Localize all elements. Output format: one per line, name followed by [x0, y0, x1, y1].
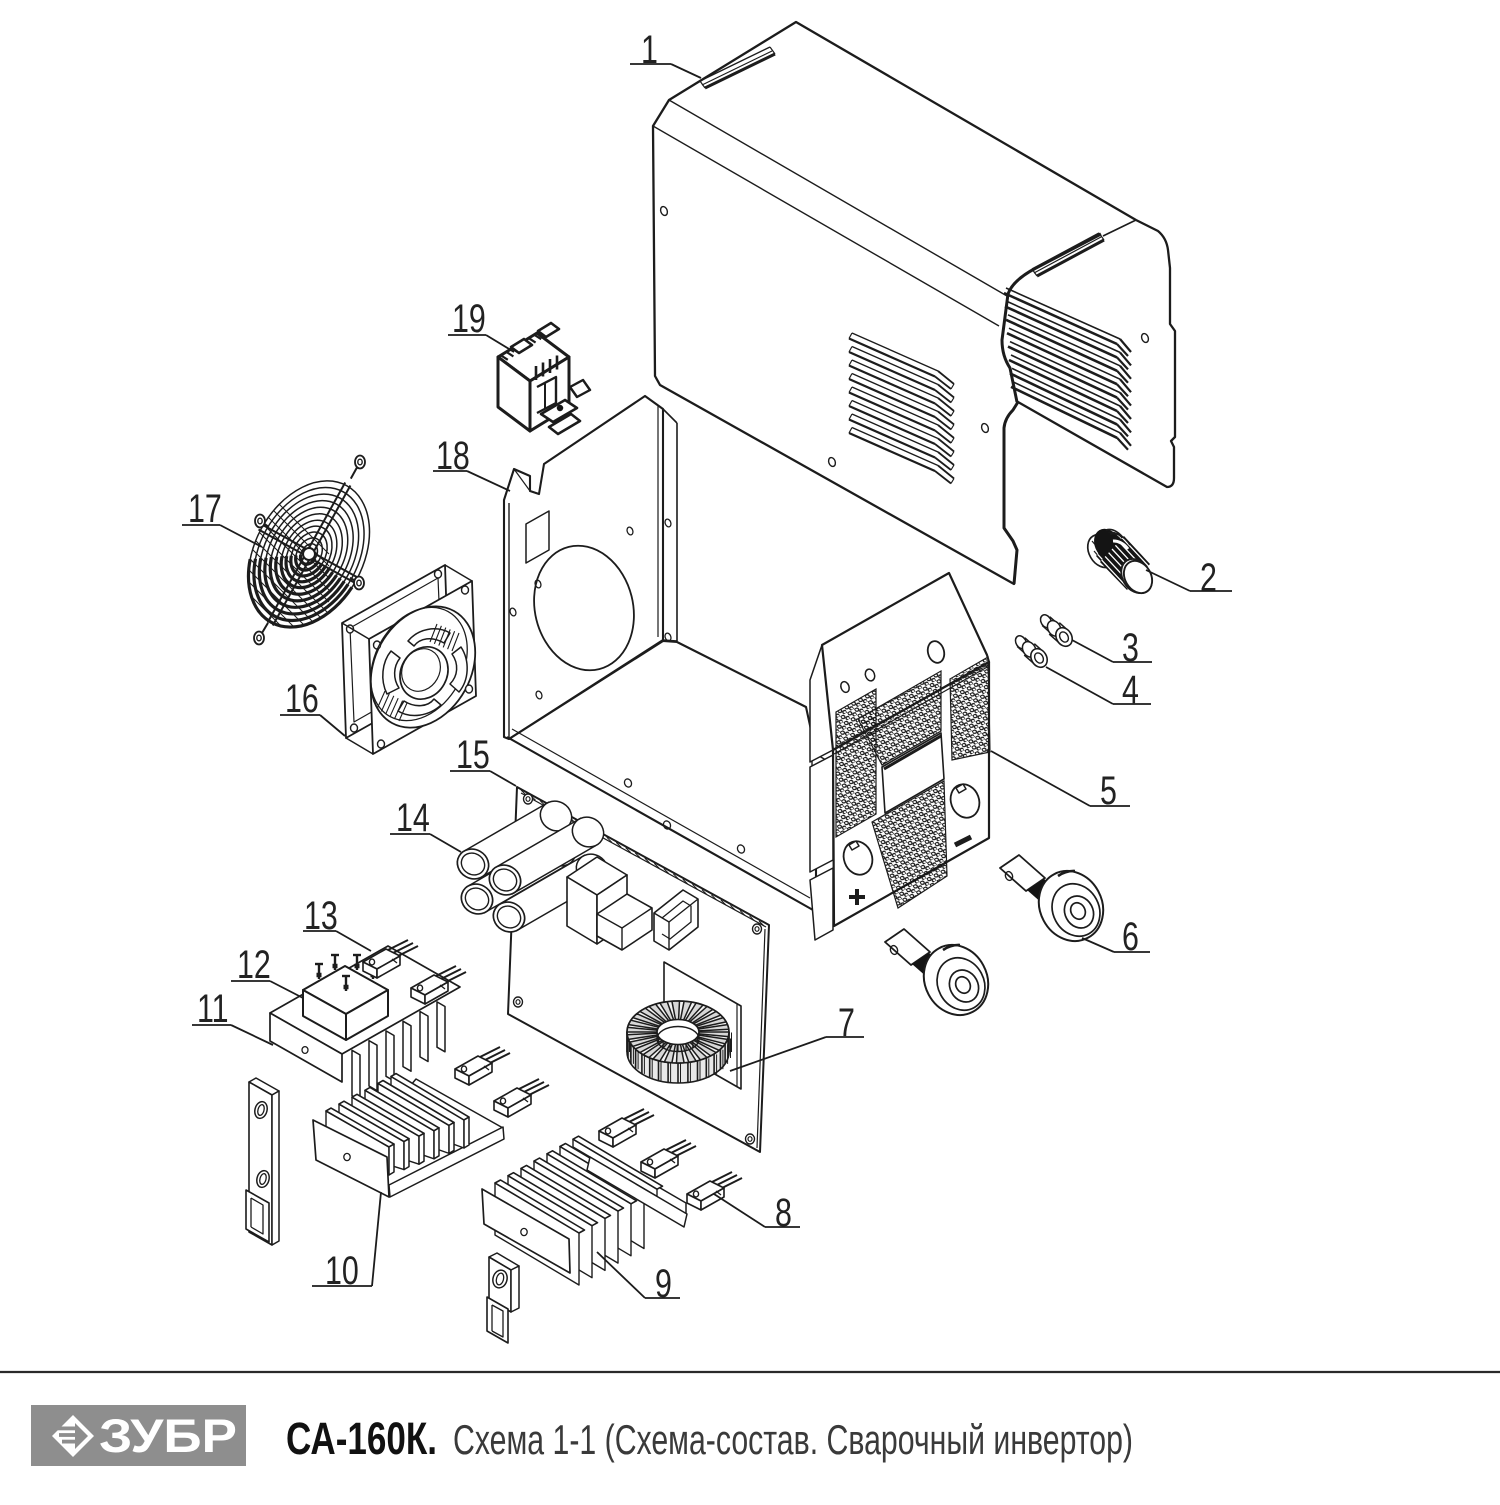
svg-text:19: 19: [452, 296, 486, 341]
svg-text:17: 17: [188, 486, 222, 531]
svg-text:11: 11: [197, 986, 229, 1031]
svg-text:Схема 1-1 (Схема-состав. Сваро: Схема 1-1 (Схема-состав. Сварочный инвер…: [453, 1416, 1133, 1463]
svg-text:7: 7: [838, 1000, 855, 1045]
svg-text:8: 8: [775, 1190, 792, 1235]
svg-text:16: 16: [285, 676, 319, 721]
svg-text:5: 5: [1100, 768, 1117, 813]
svg-text:6: 6: [1122, 914, 1139, 959]
svg-text:ЗУБР: ЗУБР: [99, 1409, 237, 1462]
svg-text:СА-160К.: СА-160К.: [286, 1413, 437, 1464]
svg-text:12: 12: [237, 942, 271, 987]
svg-text:2: 2: [1200, 555, 1217, 600]
svg-text:14: 14: [396, 795, 430, 840]
svg-text:3: 3: [1122, 625, 1139, 670]
svg-text:4: 4: [1122, 667, 1139, 712]
svg-text:15: 15: [456, 732, 490, 777]
svg-text:1: 1: [641, 27, 658, 72]
svg-text:9: 9: [655, 1261, 672, 1306]
